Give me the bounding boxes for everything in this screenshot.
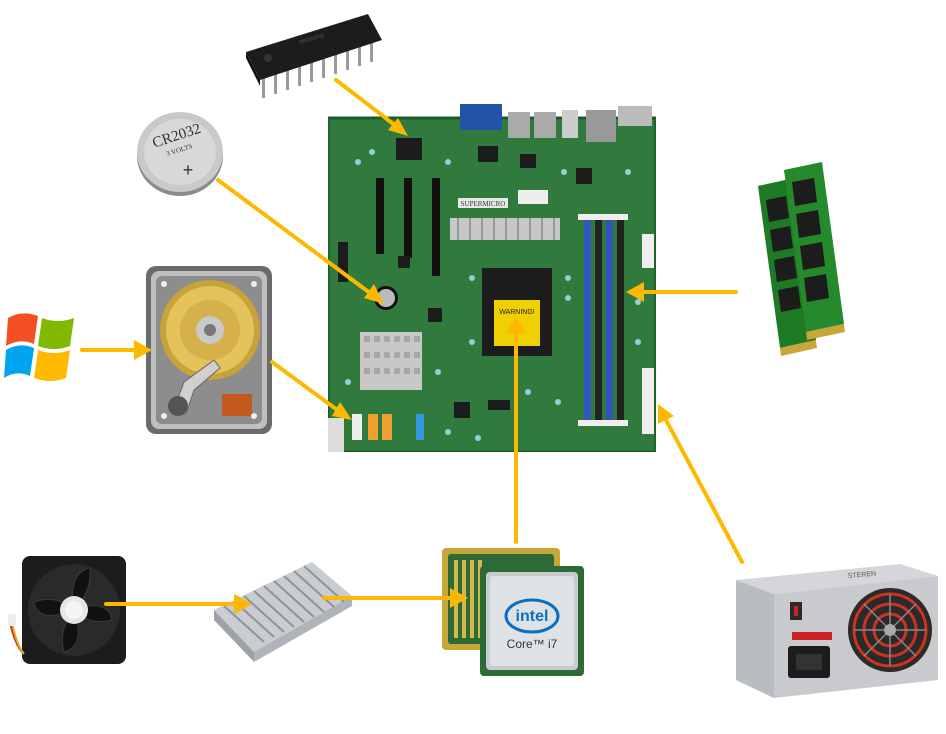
eprom-chip: Microchip [240, 6, 390, 106]
cpu-icon: intel Core™ i7 [442, 548, 584, 676]
fan-icon [8, 556, 126, 664]
motherboard: SUPERMICRO WARNING! [328, 102, 656, 452]
power-supply: STEREN [730, 562, 940, 700]
windows-logo-icon [4, 313, 74, 381]
os-logo [2, 300, 82, 390]
motherboard-brand-label: SUPERMICRO [461, 200, 506, 208]
hard-drive [144, 264, 274, 436]
cooling-fan [8, 552, 126, 668]
battery-plus-symbol: + [183, 160, 194, 180]
cpu: intel Core™ i7 [440, 544, 586, 680]
heatsink [208, 556, 356, 664]
motherboard-icon: SUPERMICRO WARNING! [328, 104, 656, 452]
hard-drive-icon [146, 266, 272, 434]
heatsink-icon [214, 562, 352, 662]
arrow-psu-to-motherboard [664, 418, 744, 564]
eprom-chip-icon: Microchip [246, 14, 382, 98]
cpu-model-label: Core™ i7 [507, 637, 558, 651]
socket-warning-label: WARNING! [499, 309, 535, 316]
power-supply-icon: STEREN [736, 564, 938, 698]
coin-battery-icon: CR2032 3 VOLTS + [137, 112, 223, 196]
cmos-battery: CR2032 3 VOLTS + [134, 108, 226, 198]
psu-brand-label: STEREN [848, 571, 877, 580]
ram-modules [752, 160, 848, 356]
cpu-brand-label: intel [516, 608, 549, 625]
ram-module-icon [758, 162, 845, 356]
